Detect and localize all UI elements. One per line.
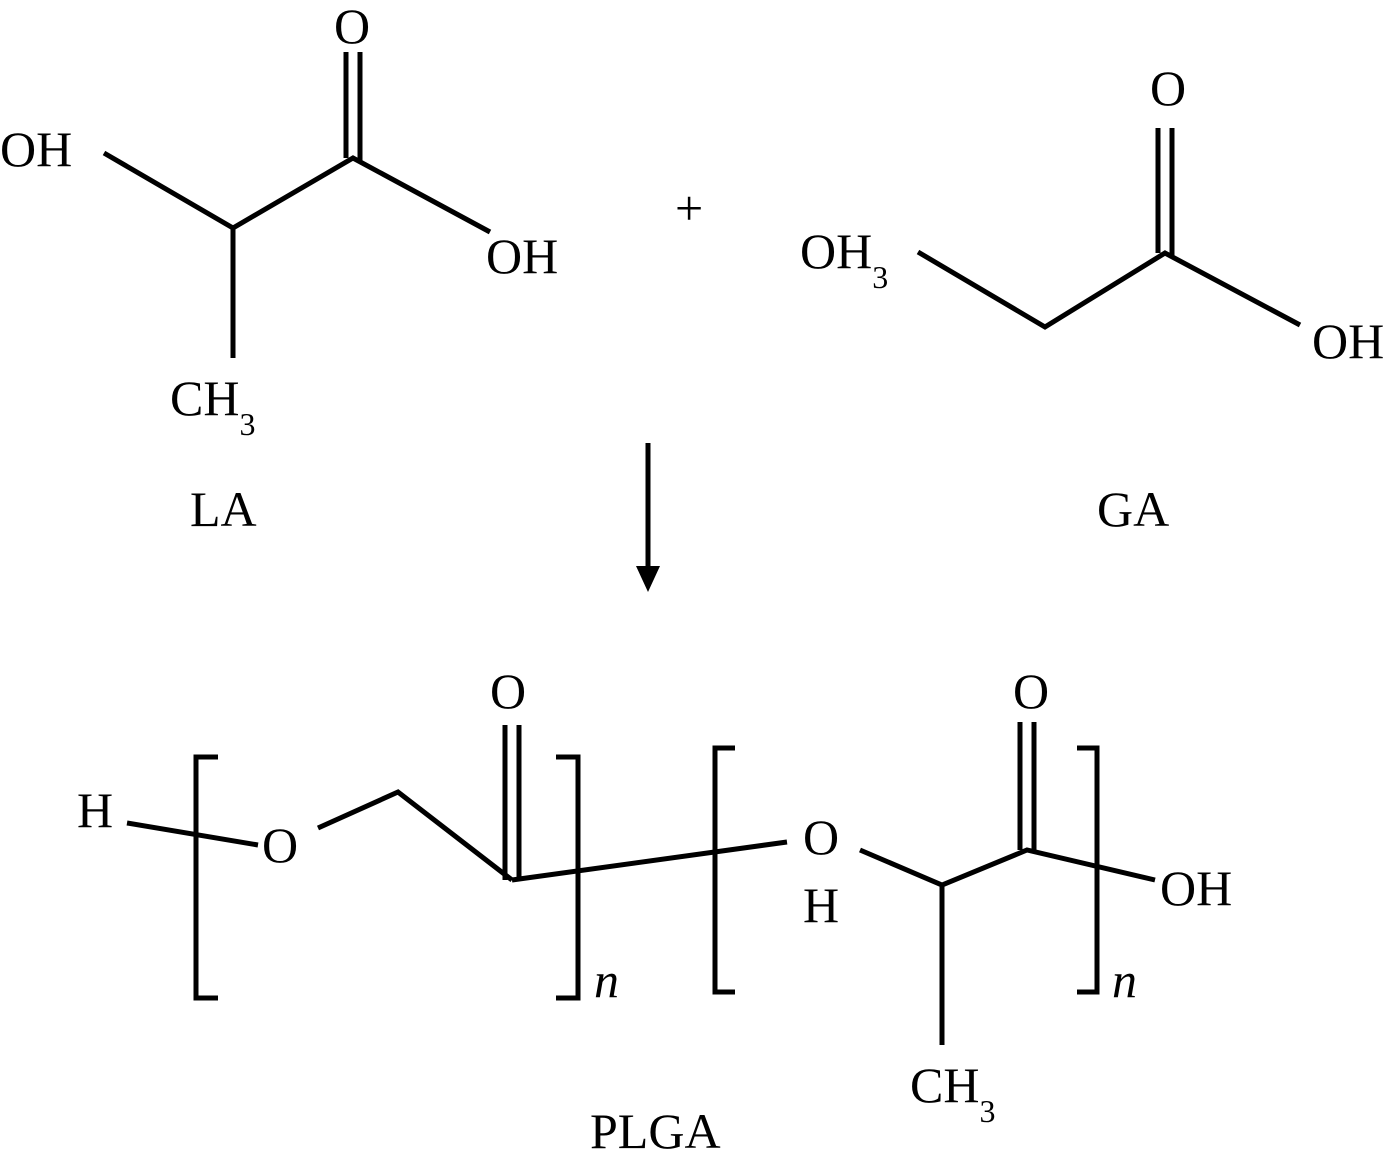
plga-glycolide-backbone-bond xyxy=(316,789,514,882)
plga-repeat-label-2: n xyxy=(1112,952,1137,1008)
plus-sign: + xyxy=(675,180,703,236)
plga-carbonyl1-oxygen-label: O xyxy=(490,663,526,719)
plga-h-end-label: H xyxy=(77,782,113,838)
plga-bracket-2-left xyxy=(712,745,735,995)
plga-carbonyl2-oxygen-label: O xyxy=(1013,663,1049,719)
reaction-arrow xyxy=(636,443,660,592)
plga-h-o-bond xyxy=(126,820,259,848)
plga-bracket-1-right xyxy=(556,754,581,1001)
plga-acid-oh-label: OH xyxy=(1160,860,1232,916)
plga-structure: H O O O H O OH CH3 n n PLGA xyxy=(77,663,1232,1151)
la-methyl-label: CH3 xyxy=(170,370,255,442)
la-carbonyl-oxygen-label: O xyxy=(334,0,370,54)
ga-hydroxyl-label: OH3 xyxy=(800,223,888,295)
plga-linking-bond xyxy=(511,839,788,883)
plga-bracket-2-right xyxy=(1077,745,1100,995)
ga-name-label: GA xyxy=(1097,481,1169,537)
la-name-label: LA xyxy=(190,481,257,537)
plga-repeat-label-1: n xyxy=(594,952,619,1008)
ga-hydroxyl-subscript: 3 xyxy=(872,259,888,295)
plga-o1-label: O xyxy=(262,817,298,873)
la-acid-oh-label: OH xyxy=(486,228,558,284)
plga-o2-h-label: H xyxy=(803,877,839,933)
plga-methyl-text: CH xyxy=(910,1057,979,1113)
ga-acid-oh-label: OH xyxy=(1312,313,1384,369)
la-methyl-subscript: 3 xyxy=(239,406,255,442)
la-methyl-text: CH xyxy=(170,370,239,426)
la-hydroxyl-label: OH xyxy=(0,121,72,177)
plga-o2-label: O xyxy=(803,809,839,865)
reaction-arrow-head xyxy=(636,566,660,592)
plga-lactide-backbone-bond xyxy=(859,847,1156,888)
plga-methyl-subscript: 3 xyxy=(979,1093,995,1129)
ga-hydroxyl-text: OH xyxy=(800,223,872,279)
plga-name-label: PLGA xyxy=(590,1103,721,1151)
ga-structure: OH3 O OH GA xyxy=(800,60,1384,537)
la-backbone-bond xyxy=(102,150,492,235)
la-structure: OH O OH CH3 LA xyxy=(0,0,558,537)
ga-backbone-bond xyxy=(916,249,1302,330)
plga-methyl-label: CH3 xyxy=(910,1057,995,1129)
plga-bracket-1-left xyxy=(193,754,218,1001)
ga-carbonyl-oxygen-label: O xyxy=(1150,60,1186,116)
